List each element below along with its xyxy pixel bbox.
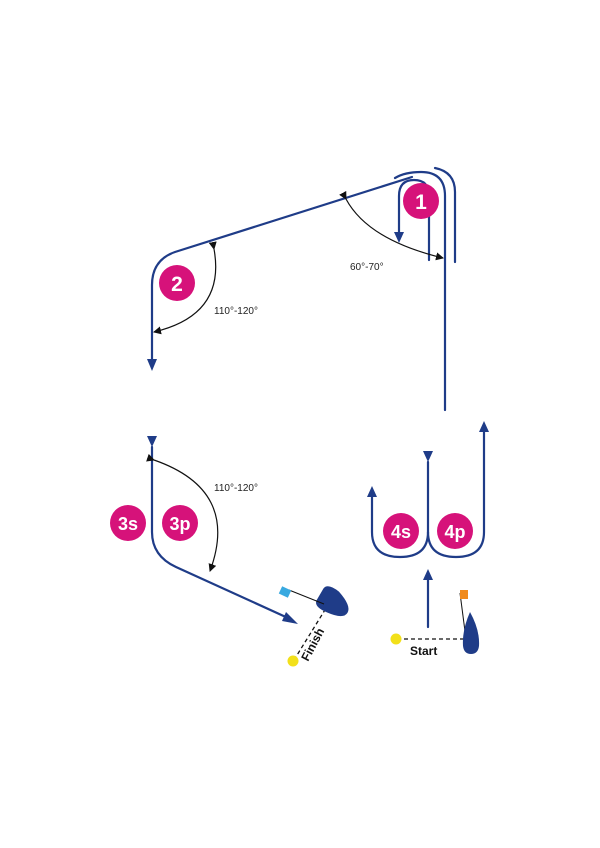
start-pin-icon: [390, 633, 402, 645]
arrow-down-mark2: [147, 359, 157, 371]
start-line-group: Start: [390, 590, 480, 658]
course-arrowheads: [147, 232, 489, 624]
mark-3s: 3s: [110, 505, 146, 541]
mark-4p-label: 4p: [444, 522, 465, 542]
angle-label-mark2: 110°-120°: [214, 306, 258, 317]
angle-arc-mark2: [153, 241, 217, 335]
angle-label-mark1: 60°-70°: [350, 262, 384, 273]
arrow-up-gate-right: [479, 421, 489, 432]
mark-1-label: 1: [415, 191, 427, 214]
track-gate-4: [370, 460, 430, 559]
start-flag-icon: [460, 590, 468, 599]
mark-3p: 3p: [162, 505, 198, 541]
track-gate-4p: [426, 428, 486, 559]
mark-3p-buoy-icon: [162, 505, 198, 541]
mark-4p: 4p: [437, 513, 473, 549]
track-mark1-outer: [393, 170, 447, 412]
angle-label-mark3: 110°-120°: [214, 483, 258, 494]
mark-4s-buoy-icon: [383, 513, 419, 549]
finish-flag-pole: [288, 589, 325, 605]
mark-2: 2: [159, 265, 195, 301]
finish-flag-icon: [278, 586, 292, 598]
course-track: [150, 166, 486, 629]
mark-2-label: 2: [171, 273, 183, 296]
arrow-finish: [282, 612, 298, 624]
mark-3s-label: 3s: [118, 514, 138, 534]
mark-1-buoy-icon: [403, 183, 439, 219]
finish-label: Finish: [298, 626, 327, 664]
track-mark1-third: [433, 166, 457, 264]
finish-pin-icon: [287, 655, 299, 667]
mark-4s: 4s: [383, 513, 419, 549]
finish-boat-icon: [316, 586, 349, 617]
arrow-up-gate-left: [367, 486, 377, 497]
mark-4p-buoy-icon: [437, 513, 473, 549]
start-label: Start: [410, 644, 437, 658]
arrow-down-mark3: [147, 436, 157, 447]
arrow-up-start: [423, 569, 433, 580]
arrow-down-gate-mid: [423, 451, 433, 462]
finish-line: [293, 604, 329, 661]
mark-3p-label: 3p: [169, 514, 190, 534]
mark-4s-label: 4s: [391, 522, 411, 542]
mark-3s-buoy-icon: [110, 505, 146, 541]
angle-arcs: [146, 190, 444, 572]
angle-arc-mark1: [339, 190, 444, 261]
mark-1: 1: [403, 183, 439, 219]
start-boat-icon: [462, 612, 480, 654]
angle-arc-mark3: [146, 453, 219, 572]
finish-line-group: Finish: [278, 586, 349, 667]
mark-2-buoy-icon: [159, 265, 195, 301]
